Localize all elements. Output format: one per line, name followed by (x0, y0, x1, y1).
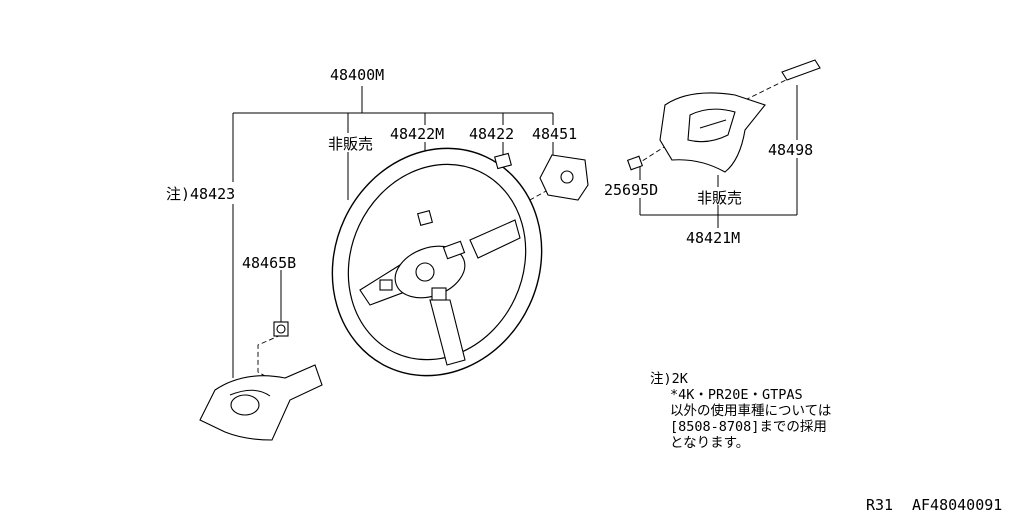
label-48421M: 48421M (686, 229, 740, 247)
footer-page: R31 (866, 496, 893, 512)
note-line-3: 以外の使用車種については (670, 402, 831, 419)
label-not-sold-2: 非販売 (697, 189, 742, 207)
note-line-4: [8508-8708]までの採用 (670, 419, 827, 435)
label-25695D: 25695D (604, 181, 658, 199)
notes-block: 注)2K *4K・PR20E・GTPAS 以外の使用車種については [8508-… (650, 371, 831, 451)
steering-wheel (331, 147, 543, 377)
horn-pad-48423 (199, 364, 323, 441)
label-48400M: 48400M (330, 66, 384, 84)
note-line-5: となります。 (670, 435, 749, 451)
label-48498: 48498 (768, 141, 813, 159)
label-48465B: 48465B (242, 254, 296, 272)
horn-pad (659, 92, 766, 173)
part-48422M-shape (416, 209, 434, 227)
part-25695D-shape (626, 155, 644, 171)
label-48422: 48422 (469, 125, 514, 143)
small-parts (273, 59, 821, 337)
part-48422-shape (494, 152, 512, 170)
label-not-sold-1: 非販売 (328, 135, 373, 153)
leader-lines (232, 85, 798, 378)
label-48451: 48451 (532, 125, 577, 143)
part-48498-shape (781, 59, 821, 81)
note-line-1: 注)2K (650, 371, 689, 387)
footer-code: AF48040091 (912, 496, 1002, 512)
label-48423: 注)48423 (166, 185, 235, 203)
note-line-2: *4K・PR20E・GTPAS (670, 387, 803, 403)
label-48422M: 48422M (390, 125, 444, 143)
